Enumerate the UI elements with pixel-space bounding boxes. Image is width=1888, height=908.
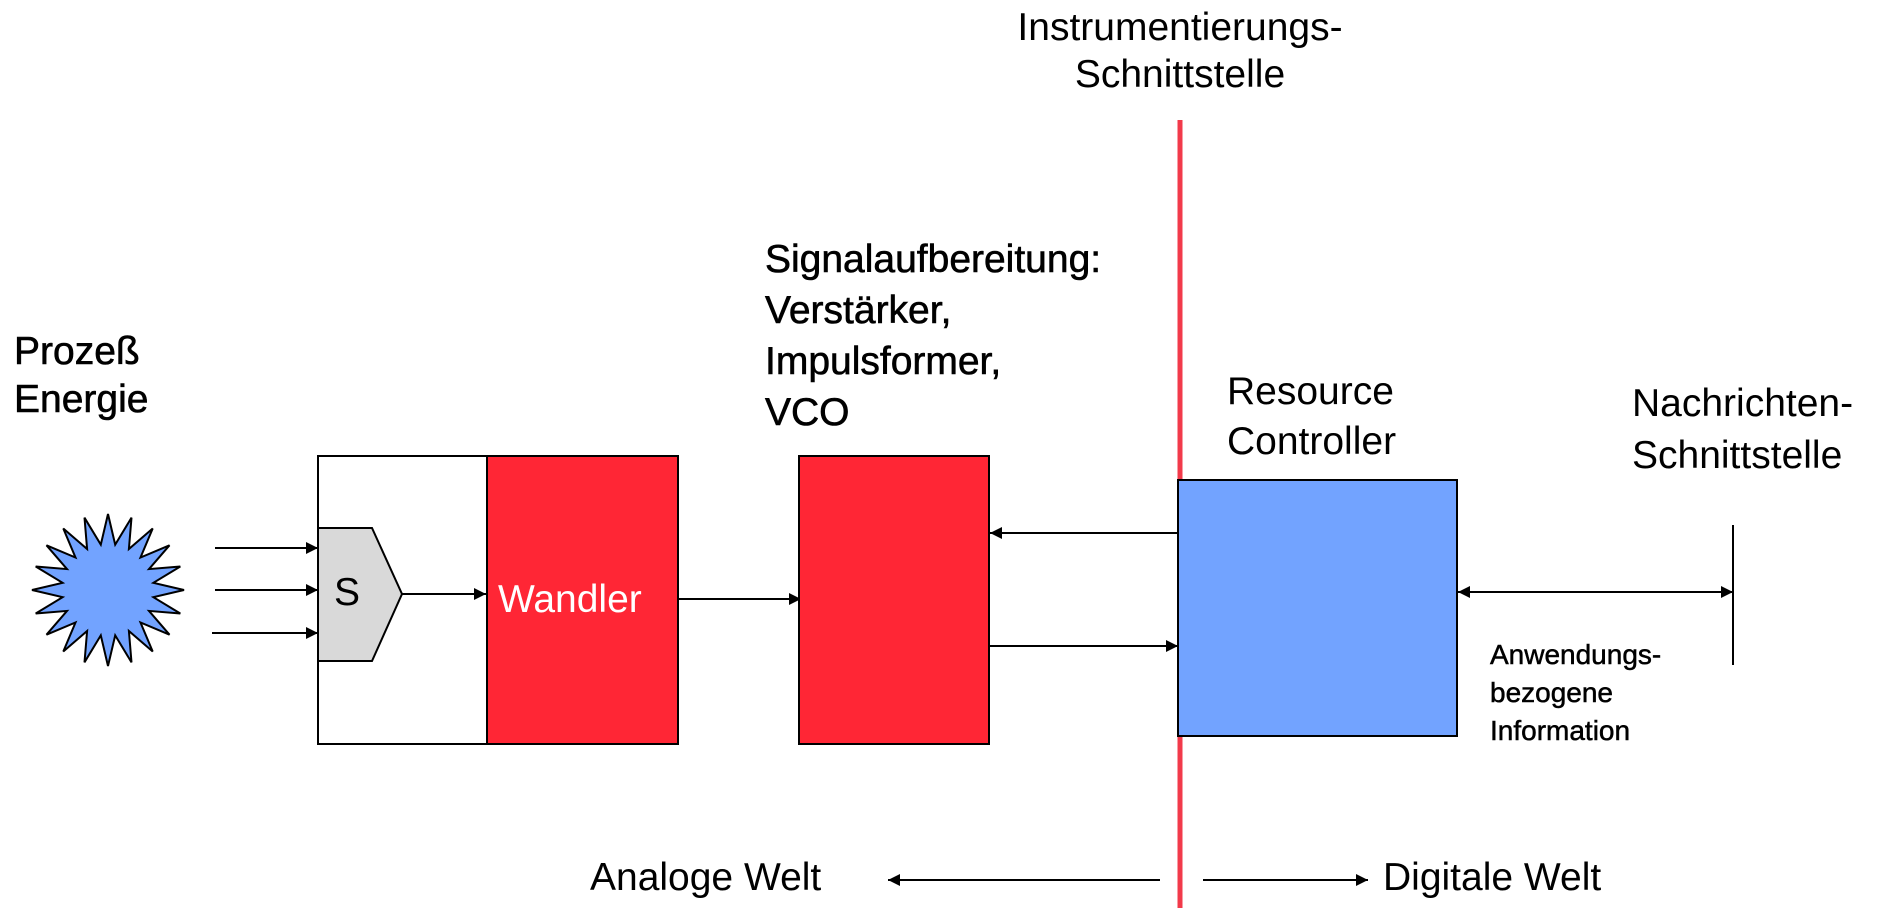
message-interface-label: Nachrichten- Schnittstelle — [1632, 382, 1854, 477]
process-energy-label: Prozeß Energie — [14, 330, 149, 422]
resource-controller-label: Resource Controller — [1227, 370, 1397, 463]
application-info-label: Anwendungs- bezogene Information — [1490, 639, 1662, 747]
digital-world-label: Digitale Welt — [1383, 856, 1602, 899]
converter-label: Wandler — [498, 578, 642, 621]
signal-conditioning-block — [798, 455, 990, 745]
resource-controller-block — [1177, 479, 1458, 737]
converter-block — [486, 455, 679, 745]
signal-conditioning-label: Signalaufbereitung: Verstärker, Impulsfo… — [765, 238, 1102, 435]
sensor-shape — [317, 527, 404, 662]
analog-world-label: Analoge Welt — [590, 856, 822, 899]
instrumentation-interface-label: Instrumentierungs- Schnittstelle — [1017, 6, 1343, 96]
sensor-label: S — [334, 571, 361, 614]
energy-star-shape — [31, 513, 185, 667]
